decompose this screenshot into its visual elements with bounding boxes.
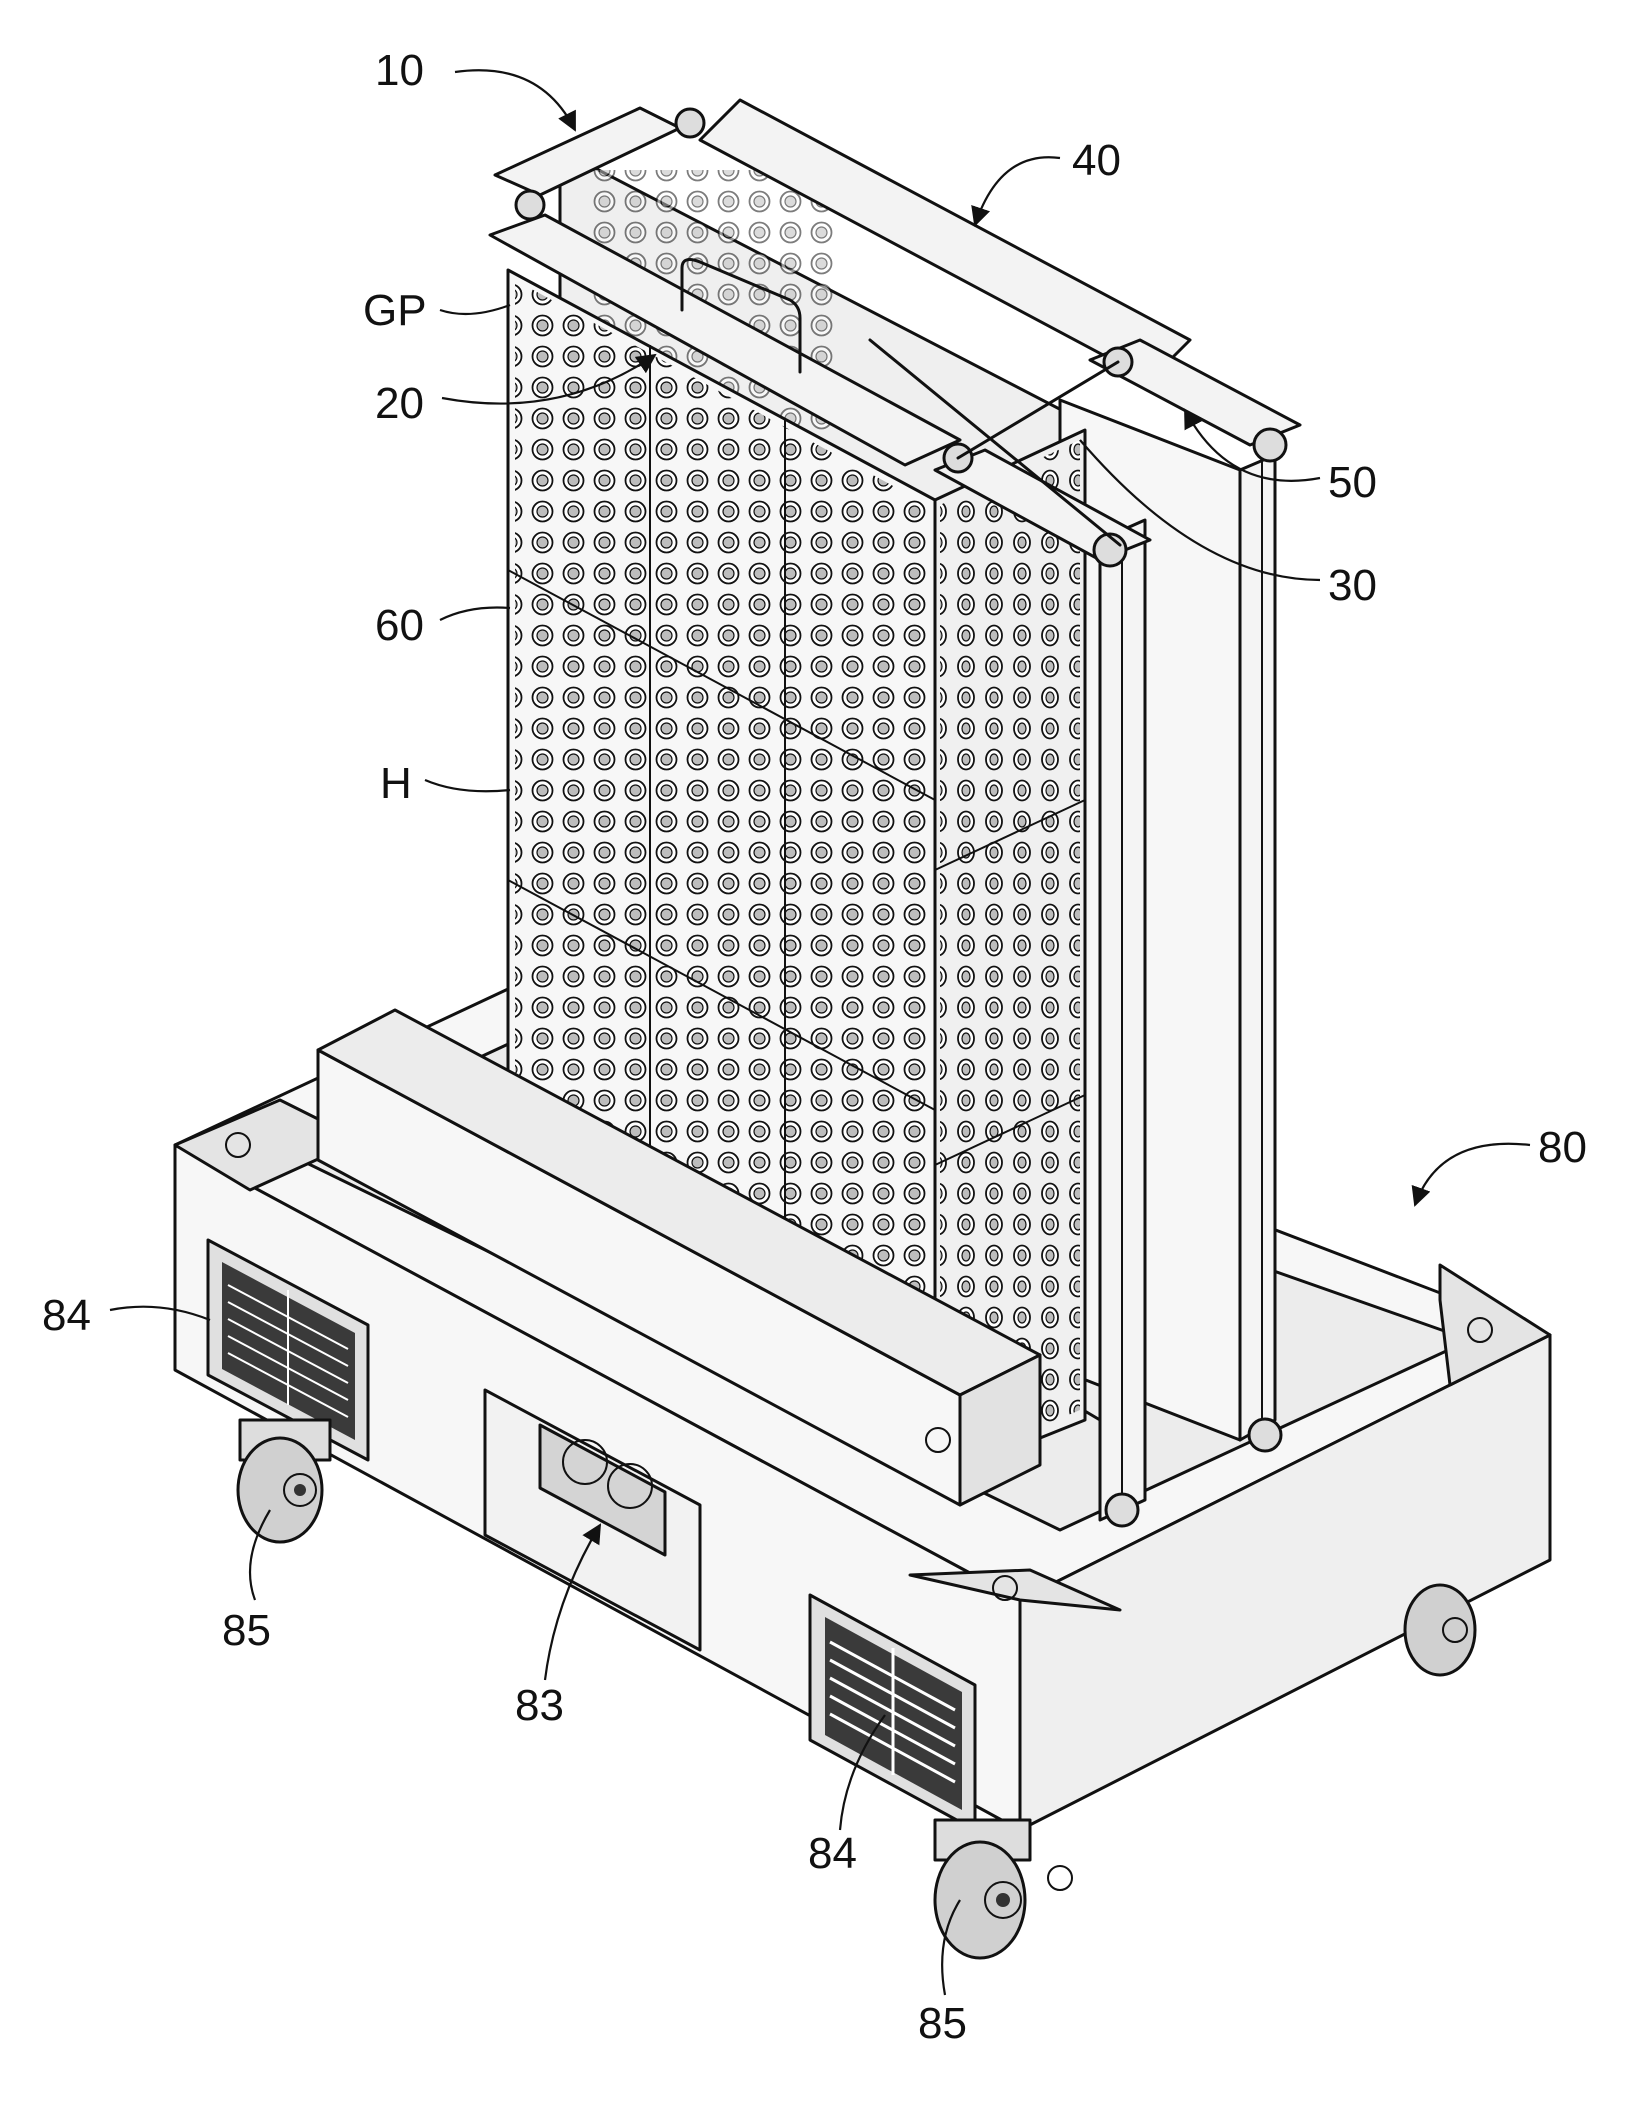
linkage-arm [868,338,1122,547]
hinge [1092,532,1128,568]
linkage-arm [956,360,1120,460]
corner-bolt [225,1132,251,1158]
corner-plate-right [1438,1263,1552,1387]
side-hole-grid [934,440,1086,1470]
caster-right-rear [1403,1583,1477,1677]
label-84-right: 84 [808,1829,857,1878]
label-50: 50 [1328,458,1377,507]
hinge [1247,1417,1283,1453]
corner-bolt [1467,1317,1493,1343]
vent-grille-left [206,1238,370,1462]
column-50 [1238,453,1277,1442]
leader-lines [109,69,1531,1996]
hinge [1252,427,1288,463]
label-85-right: 85 [918,1999,967,2048]
label-40: 40 [1072,136,1121,185]
label-84-left: 84 [42,1291,91,1340]
corner-plate-front [908,1568,1122,1612]
label-20: 20 [375,379,424,428]
caster-front [933,1818,1073,1960]
label-h: H [380,759,412,808]
caster-left [236,1418,332,1544]
hinge [1104,1492,1140,1528]
vent-grille-right [808,1593,977,1832]
hinge [674,107,706,139]
label-10: 10 [375,46,424,95]
top-plate-40 [698,98,1192,382]
reference-labels: 10 40 GP 20 50 30 60 H 80 84 85 83 84 85 [42,46,1587,2048]
label-83: 83 [515,1681,564,1730]
label-60: 60 [375,601,424,650]
front-beam [316,1008,1042,1507]
label-30: 30 [1328,561,1377,610]
top-plate-20 [488,213,962,467]
column-50-rail [1058,398,1242,1442]
hinge [514,189,546,221]
corner-bolt [992,1575,1018,1601]
label-85-left: 85 [222,1606,271,1655]
base-side-face [1018,1333,1552,1832]
label-80: 80 [1538,1123,1587,1172]
connector-panel [483,1388,702,1652]
label-gp: GP [363,286,427,335]
grip-handle [680,258,802,374]
